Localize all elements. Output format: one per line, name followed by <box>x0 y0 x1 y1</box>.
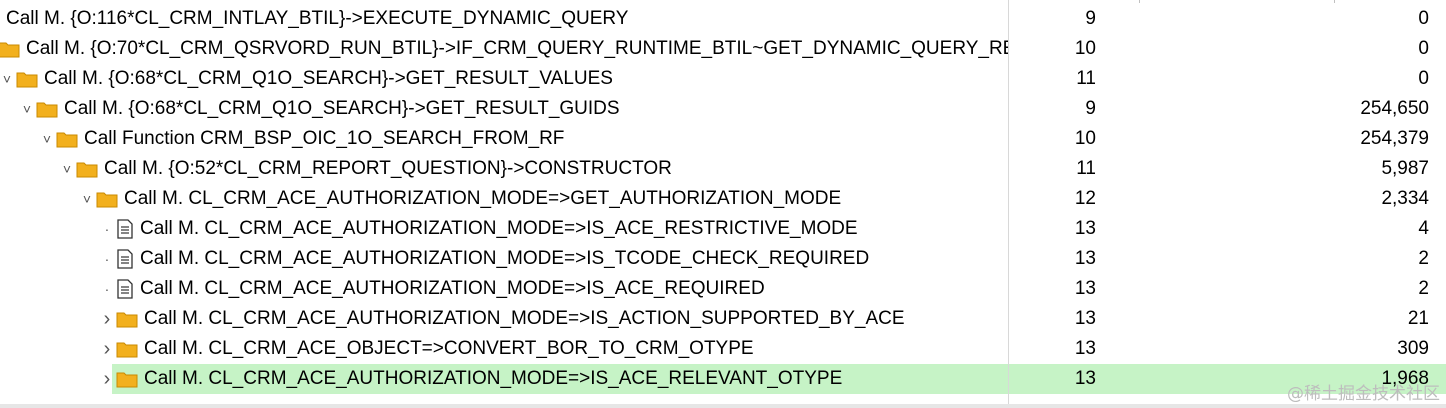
collapse-chevron-icon[interactable]: › <box>103 367 111 390</box>
folder-icon <box>116 310 138 328</box>
tree-label-cell: › Call M. CL_CRM_ACE_OBJECT=>CONVERT_BOR_… <box>0 334 1008 364</box>
level-cell: 13 <box>1074 248 1096 269</box>
tree-row[interactable]: ˅ Call Function CRM_BSP_OIC_1O_SEARCH_FRO… <box>0 124 1446 154</box>
call-label: Call Function CRM_BSP_OIC_1O_SEARCH_FROM… <box>84 128 565 149</box>
value-cell: 21 <box>1407 308 1429 329</box>
tree-label-cell: · Call M. CL_CRM_ACE_AUTHORIZATION_MODE=>… <box>0 274 1008 304</box>
level-cell: 12 <box>1074 188 1096 209</box>
call-label: Call M. {O:68*CL_CRM_Q1O_SEARCH}->GET_RE… <box>64 98 620 119</box>
tree-label-cell: Call M. {O:116*CL_CRM_INTLAY_BTIL}->EXEC… <box>0 4 1008 34</box>
call-label: Call M. {O:52*CL_CRM_REPORT_QUESTION}->C… <box>104 158 672 179</box>
call-label: Call M. CL_CRM_ACE_AUTHORIZATION_MODE=>I… <box>140 248 870 269</box>
leaf-dot-icon: · <box>104 221 110 237</box>
level-cell: 11 <box>1076 158 1096 179</box>
column-divider-mark <box>1334 0 1335 3</box>
tree-row[interactable]: ˅ Call M. CL_CRM_ACE_AUTHORIZATION_MODE=>… <box>0 184 1446 214</box>
level-cell: 13 <box>1074 278 1096 299</box>
tree-row[interactable]: › Call M. CL_CRM_ACE_AUTHORIZATION_MODE=>… <box>0 364 1446 394</box>
level-cell: 13 <box>1074 218 1096 239</box>
folder-icon <box>96 190 118 208</box>
tree-label-cell: ˅ Call M. {O:52*CL_CRM_REPORT_QUESTION}->… <box>0 154 1008 184</box>
column-divider-mark <box>1139 0 1140 3</box>
tree-label-cell: ˅ Call M. CL_CRM_ACE_AUTHORIZATION_MODE=>… <box>0 184 1008 214</box>
folder-icon <box>16 70 38 88</box>
value-cell: 4 <box>1418 218 1429 239</box>
level-cell: 9 <box>1085 98 1096 119</box>
value-cell: 0 <box>1418 38 1429 59</box>
call-label: Call M. CL_CRM_ACE_AUTHORIZATION_MODE=>I… <box>140 218 858 239</box>
tree-label-cell: ˅ Call Function CRM_BSP_OIC_1O_SEARCH_FRO… <box>0 124 1008 154</box>
tree-label-cell: · Call M. CL_CRM_ACE_AUTHORIZATION_MODE=>… <box>0 244 1008 274</box>
folder-icon <box>116 340 138 358</box>
call-tree: Call M. {O:116*CL_CRM_INTLAY_BTIL}->EXEC… <box>0 4 1446 394</box>
collapse-chevron-icon[interactable]: › <box>103 337 111 360</box>
expand-chevron-icon[interactable]: ˅ <box>82 191 92 207</box>
value-cell: 254,650 <box>1360 98 1429 119</box>
watermark: @稀土掘金技术社区 <box>1287 384 1440 404</box>
value-cell: 2 <box>1418 248 1429 269</box>
expand-chevron-icon[interactable]: ˅ <box>62 161 72 177</box>
tree-label-cell: Call M. {O:70*CL_CRM_QSRVORD_RUN_BTIL}->… <box>0 34 1008 64</box>
tree-row[interactable]: ˅ Call M. {O:68*CL_CRM_Q1O_SEARCH}->GET_R… <box>0 94 1446 124</box>
collapse-chevron-icon[interactable]: › <box>103 307 111 330</box>
level-cell: 13 <box>1074 308 1096 329</box>
document-icon <box>116 249 134 269</box>
value-cell: 2 <box>1418 278 1429 299</box>
level-cell: 13 <box>1074 368 1096 389</box>
level-cell: 9 <box>1085 8 1096 29</box>
expand-chevron-icon[interactable]: ˅ <box>42 131 52 147</box>
folder-icon <box>76 160 98 178</box>
tree-label-cell: › Call M. CL_CRM_ACE_AUTHORIZATION_MODE=>… <box>0 364 1008 394</box>
leaf-dot-icon: · <box>104 281 110 297</box>
call-label: Call M. {O:116*CL_CRM_INTLAY_BTIL}->EXEC… <box>6 8 629 29</box>
expand-chevron-icon[interactable]: ˅ <box>2 71 12 87</box>
column-separator <box>1008 0 1009 408</box>
folder-icon <box>56 130 78 148</box>
tree-row[interactable]: ˅ Call M. {O:68*CL_CRM_Q1O_SEARCH}->GET_R… <box>0 64 1446 94</box>
selection-highlight <box>112 364 1446 394</box>
bottom-border <box>0 404 1446 408</box>
tree-label-cell: ˅ Call M. {O:68*CL_CRM_Q1O_SEARCH}->GET_R… <box>0 94 1008 124</box>
header-strip <box>0 0 1446 4</box>
expand-chevron-icon[interactable]: ˅ <box>22 101 32 117</box>
value-cell: 309 <box>1397 338 1429 359</box>
tree-label-cell: · Call M. CL_CRM_ACE_AUTHORIZATION_MODE=>… <box>0 214 1008 244</box>
tree-row[interactable]: Call M. {O:116*CL_CRM_INTLAY_BTIL}->EXEC… <box>0 4 1446 34</box>
level-cell: 11 <box>1076 68 1096 89</box>
tree-label-cell: › Call M. CL_CRM_ACE_AUTHORIZATION_MODE=>… <box>0 304 1008 334</box>
tree-row[interactable]: › Call M. CL_CRM_ACE_AUTHORIZATION_MODE=>… <box>0 304 1446 334</box>
document-icon <box>116 279 134 299</box>
tree-row[interactable]: · Call M. CL_CRM_ACE_AUTHORIZATION_MODE=>… <box>0 274 1446 304</box>
tree-row[interactable]: · Call M. CL_CRM_ACE_AUTHORIZATION_MODE=>… <box>0 244 1446 274</box>
folder-icon <box>116 370 138 388</box>
call-label: Call M. {O:68*CL_CRM_Q1O_SEARCH}->GET_RE… <box>44 68 613 89</box>
level-cell: 13 <box>1074 338 1096 359</box>
call-label: Call M. CL_CRM_ACE_AUTHORIZATION_MODE=>G… <box>124 188 842 209</box>
tree-row[interactable]: › Call M. CL_CRM_ACE_OBJECT=>CONVERT_BOR_… <box>0 334 1446 364</box>
leaf-dot-icon: · <box>104 251 110 267</box>
call-label: Call M. CL_CRM_ACE_OBJECT=>CONVERT_BOR_T… <box>144 338 754 359</box>
value-cell: 0 <box>1418 8 1429 29</box>
tree-label-cell: ˅ Call M. {O:68*CL_CRM_Q1O_SEARCH}->GET_R… <box>0 64 1008 94</box>
call-label: Call M. {O:70*CL_CRM_QSRVORD_RUN_BTIL}->… <box>26 38 1008 59</box>
tree-row[interactable]: Call M. {O:70*CL_CRM_QSRVORD_RUN_BTIL}->… <box>0 34 1446 64</box>
level-cell: 10 <box>1074 38 1096 59</box>
folder-icon <box>36 100 58 118</box>
call-label: Call M. CL_CRM_ACE_AUTHORIZATION_MODE=>I… <box>144 368 843 389</box>
value-cell: 1,968 <box>1381 368 1429 389</box>
tree-row[interactable]: · Call M. CL_CRM_ACE_AUTHORIZATION_MODE=>… <box>0 214 1446 244</box>
value-cell: 0 <box>1418 68 1429 89</box>
level-cell: 10 <box>1074 128 1096 149</box>
document-icon <box>116 219 134 239</box>
value-cell: 254,379 <box>1360 128 1429 149</box>
folder-icon <box>0 40 20 58</box>
tree-row[interactable]: ˅ Call M. {O:52*CL_CRM_REPORT_QUESTION}->… <box>0 154 1446 184</box>
value-cell: 2,334 <box>1381 188 1429 209</box>
value-cell: 5,987 <box>1381 158 1429 179</box>
call-label: Call M. CL_CRM_ACE_AUTHORIZATION_MODE=>I… <box>140 278 765 299</box>
call-label: Call M. CL_CRM_ACE_AUTHORIZATION_MODE=>I… <box>144 308 905 329</box>
